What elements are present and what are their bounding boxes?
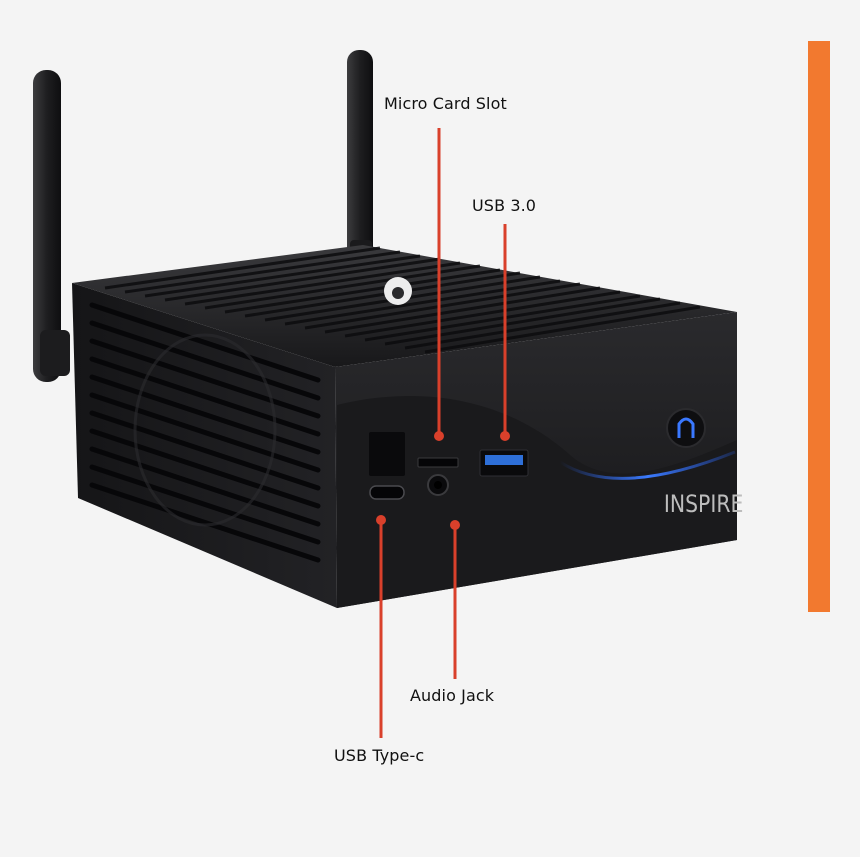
- ir-sensor-window: [369, 432, 405, 476]
- top-heatsink: [72, 245, 737, 367]
- left-antenna: [33, 70, 70, 382]
- usb-type-c-label: USB Type-c: [334, 746, 425, 765]
- side-vent-panel: [72, 283, 337, 608]
- callout-lines: [379, 128, 507, 738]
- blue-light-strip: [559, 450, 736, 480]
- callout-dots: [376, 431, 510, 530]
- audio-jack-label: Audio Jack: [410, 686, 495, 705]
- micro-card-slot: [417, 457, 459, 468]
- right-antenna: [347, 50, 373, 270]
- front-panel: [335, 312, 737, 608]
- usb-type-c-port: [369, 485, 405, 500]
- usb-3-label: USB 3.0: [472, 196, 537, 215]
- power-button: [666, 408, 706, 448]
- micro-card-slot-label: Micro Card Slot: [384, 94, 507, 113]
- ports: [369, 432, 529, 500]
- brand-logo: INSPIRE: [664, 490, 744, 518]
- accent-bar: [808, 41, 830, 612]
